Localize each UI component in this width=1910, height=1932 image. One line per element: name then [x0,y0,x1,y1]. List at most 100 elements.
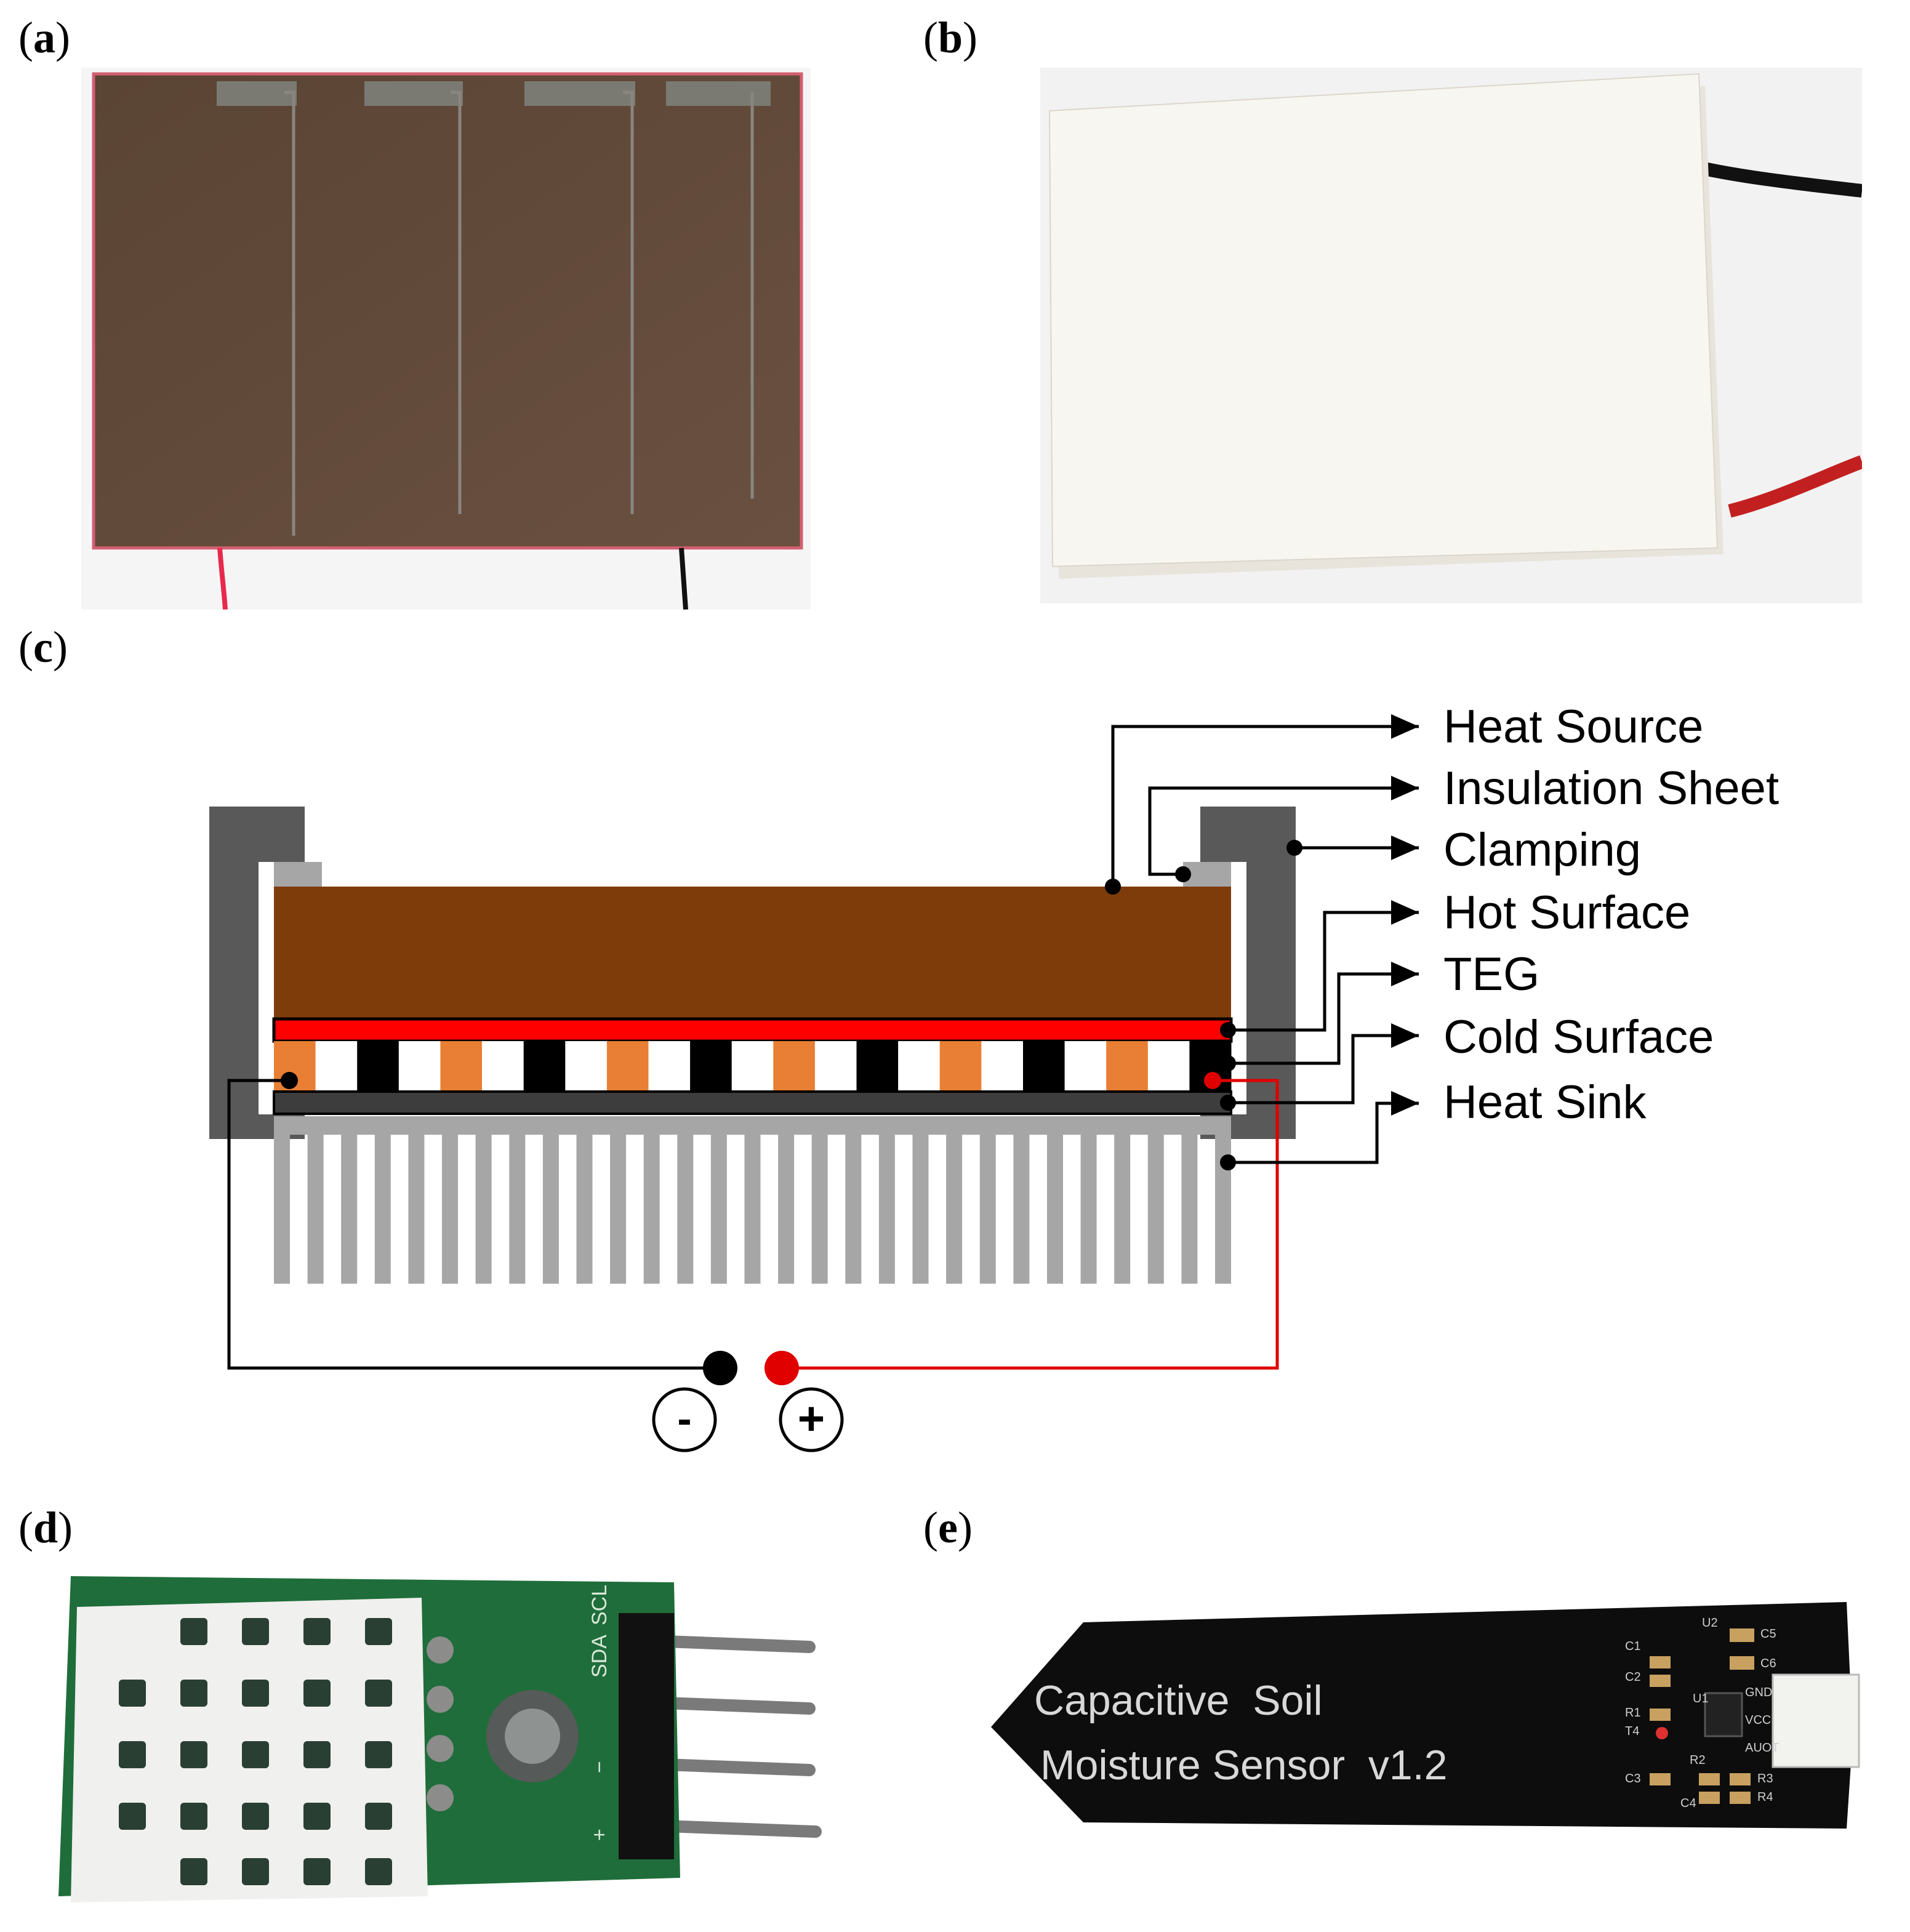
label-hot-surface: Hot Surface [1443,887,1690,939]
teg-leg [1023,1041,1065,1092]
pin-label-vcc: VCC [1745,1713,1771,1727]
vent-hole [180,1618,207,1645]
teg-leg [648,1041,691,1092]
panel-label-e: (e) [923,1503,973,1552]
cold-surface [273,1090,1232,1115]
soil-moisture-sensor-illustration: Capacitive Soil Moisture Sensor v1.2 U2C… [991,1602,1860,1829]
negative-wire [227,1079,720,1370]
teg-leg [814,1041,857,1092]
vent-hole [303,1803,331,1830]
heat-sink-fin [274,1133,290,1284]
panel-label-c: (c) [18,622,68,672]
teg-leg [939,1041,982,1092]
vent-hole [180,1680,207,1707]
positive-wire [782,1079,1279,1370]
insulation-left [274,862,322,887]
right-clamp [1200,807,1296,1139]
component-label-c3: C3 [1625,1772,1641,1785]
heat-sink-fin [542,1133,559,1284]
heat-sink-fin [1181,1133,1198,1284]
heat-sink-fin [341,1133,358,1284]
board-text-line-1: Capacitive Soil [1034,1677,1323,1724]
pin-label-auot: AUOT [1745,1741,1780,1755]
dot-insulation [1175,866,1191,882]
heat-sink-fin [307,1133,324,1284]
vent-hole [365,1741,392,1768]
left-clamp [209,807,305,1139]
vent-hole [119,1803,146,1830]
heat-sink-fin [912,1133,929,1284]
dot-heat-source [1105,879,1121,895]
negative-wire-start-dot [281,1072,298,1089]
vent-hole [180,1741,207,1768]
heat-sink-fin [643,1133,660,1284]
positive-symbol: + [798,1393,825,1445]
positive-wire-start-dot [1204,1072,1221,1089]
pin-label-plus: + [588,1829,611,1841]
heat-sink-fin [845,1133,862,1284]
dot-clamping [1286,840,1302,856]
teg-legs [274,1041,1232,1092]
vent-hole [303,1618,331,1645]
vent-hole [119,1680,146,1707]
heat-sink-fin [979,1133,996,1284]
positive-terminal-dot [764,1351,799,1385]
teg-leg [856,1041,899,1092]
heat-sink-fin [744,1133,761,1284]
heat-sink-fin [1047,1133,1063,1284]
component-label-c4: C4 [1680,1797,1696,1810]
heat-sink-fin [610,1133,627,1284]
teg-leg [1106,1041,1149,1092]
teg-leg [981,1041,1024,1092]
vent-hole [242,1680,269,1707]
heat-sink-fin [778,1133,795,1284]
vent-hole [365,1858,392,1885]
heat-sink-fin [509,1133,526,1284]
teg-leg [1147,1041,1190,1092]
vent-hole [242,1803,269,1830]
component-label-c6: C6 [1760,1657,1776,1670]
pin-label-scl: SCL [588,1585,611,1625]
heat-sink-fin [475,1133,492,1284]
hot-surface [272,1017,1233,1043]
dot-teg [1220,1055,1236,1071]
heat-sink-fin [1080,1133,1097,1284]
teg-leg [523,1041,566,1092]
leader-hot-surface [1228,900,1419,1032]
humidity-sensor-illustration: SDA SCL − + [58,1576,822,1902]
teg-module-illustration [1048,73,1862,579]
dot-hot-surface [1220,1022,1236,1038]
teg-module-photo [1040,68,1862,603]
heat-source [274,887,1231,1019]
panel-label-d: (d) [18,1503,73,1552]
positive-symbol-circle [779,1387,844,1452]
heat-sink-fin [442,1133,458,1284]
component-label-c1: C1 [1625,1640,1641,1653]
teg-leg [440,1041,483,1092]
component-label-t4: T4 [1625,1725,1639,1738]
vent-hole [119,1741,146,1768]
heat-sink-fin [374,1133,391,1284]
vent-hole [180,1858,207,1885]
vent-hole [365,1618,392,1645]
component-label-r1: R1 [1625,1706,1641,1720]
teg-leg [398,1041,441,1092]
negative-terminal-dot [703,1351,737,1385]
pin-label-sda: SDA [588,1635,611,1678]
vent-hole [180,1803,207,1830]
panel-label-a: (a) [18,13,70,62]
leader-heat-sink [1228,1091,1419,1164]
vent-hole [365,1803,392,1830]
panel-label-b: (b) [923,13,978,62]
component-label-u1: U1 [1693,1692,1709,1705]
component-label-u2: U2 [1702,1616,1718,1630]
heat-sink-fin [677,1133,694,1284]
label-clamping: Clamping [1443,824,1641,876]
vent-hole [242,1741,269,1768]
heat-sink-base [274,1116,1231,1135]
teg-leg [1064,1041,1107,1092]
negative-symbol-circle [652,1387,717,1452]
label-teg: TEG [1443,948,1539,1000]
vent-hole [303,1858,331,1885]
